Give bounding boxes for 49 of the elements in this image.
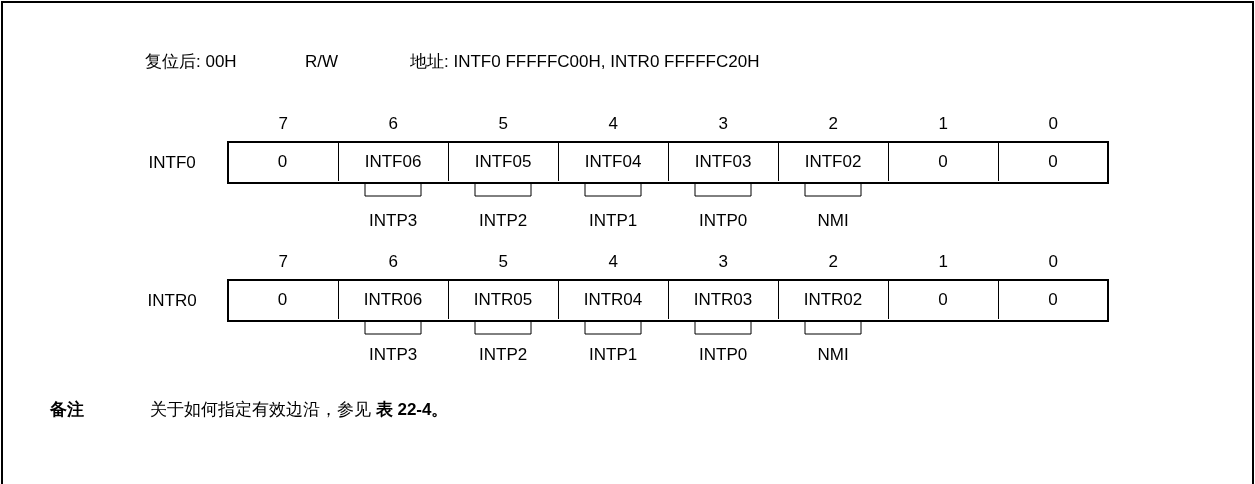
- bit-number: 4: [608, 114, 618, 134]
- interrupt-pin-name: INTP3: [369, 211, 418, 231]
- bit-number: 0: [1048, 114, 1058, 134]
- bit-field-cell: INTF02: [777, 143, 888, 181]
- bit-field-cell: INTF04: [557, 143, 668, 181]
- bit-number: 7: [278, 252, 288, 272]
- bit-number: 1: [938, 114, 948, 134]
- register-name: INTR0: [147, 290, 197, 311]
- register-info-text: 地址: INTF0 FFFFFC00H, INTR0 FFFFFC20H: [410, 52, 760, 72]
- bit-number: 0: [1048, 252, 1058, 272]
- bit-field-cell-text: 0: [276, 151, 289, 173]
- bit-field-cell: INTF05: [447, 143, 558, 181]
- note-text: 关于如何指定有效边沿，参见 表 22-4。: [150, 400, 449, 420]
- bit-number: 1: [938, 252, 948, 272]
- bit-field-cell: INTF03: [667, 143, 778, 181]
- interrupt-pin-name: INTP3: [369, 345, 418, 365]
- bit-field-cell: 0: [997, 281, 1108, 319]
- interrupt-pin-name: INTP1: [589, 345, 638, 365]
- interrupt-pin-name: INTP2: [479, 211, 528, 231]
- interrupt-pin-name: INTP2: [479, 345, 528, 365]
- bit-number: 6: [388, 114, 398, 134]
- bit-field-cell: INTR06: [337, 281, 448, 319]
- bit-number: 2: [828, 114, 838, 134]
- interrupt-pin-name: NMI: [817, 345, 849, 365]
- bit-number: 5: [498, 114, 508, 134]
- bit-number: 2: [828, 252, 838, 272]
- bit-field-cell: INTR04: [557, 281, 668, 319]
- bit-field-cell: INTR05: [447, 281, 558, 319]
- bit-field-cell: 0: [887, 281, 998, 319]
- bit-field-cell: INTR03: [667, 281, 778, 319]
- register-info-text: 复位后: 00H: [145, 52, 237, 72]
- bit-number: 5: [498, 252, 508, 272]
- register-info-text: R/W: [305, 52, 339, 72]
- bit-field-cell: INTF06: [337, 143, 448, 181]
- bit-number: 3: [718, 252, 728, 272]
- interrupt-pin-name: INTP0: [699, 211, 748, 231]
- bit-number: 4: [608, 252, 618, 272]
- interrupt-pin-name: INTP1: [589, 211, 638, 231]
- bit-number: 3: [718, 114, 728, 134]
- note-heading: 备注: [50, 400, 84, 420]
- interrupt-pin-name: NMI: [817, 211, 849, 231]
- bit-number: 7: [278, 114, 288, 134]
- bit-field-cell: INTR02: [777, 281, 888, 319]
- bit-field-cell: 0: [887, 143, 998, 181]
- bit-number: 6: [388, 252, 398, 272]
- interrupt-pin-name: INTP0: [699, 345, 748, 365]
- bit-field-cell: 0: [997, 143, 1108, 181]
- register-name: INTF0: [148, 152, 196, 173]
- bit-field-cell-text: 0: [276, 289, 289, 311]
